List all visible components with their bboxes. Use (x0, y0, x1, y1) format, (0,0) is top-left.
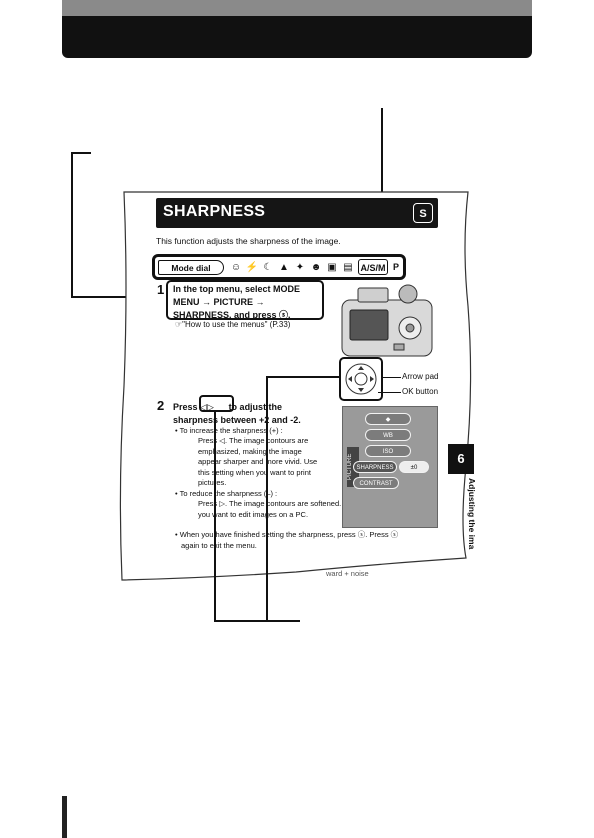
leader-line-arrows-v (214, 410, 216, 622)
intro-text: This function adjusts the sharpness of t… (156, 236, 341, 246)
camera-illustration (341, 284, 433, 357)
footer-bar (62, 796, 67, 838)
step-2-line-2: sharpness between +2 and -2. (173, 415, 301, 425)
page-title-bar (156, 198, 438, 228)
reduce-line-2: you want to edit images on a PC. (198, 509, 309, 519)
chapter-side-title: Adjusting the ima (467, 478, 477, 550)
lcd-row-iso: ISO (365, 445, 411, 457)
finish-line-1: • When you have finished setting the sha… (175, 530, 399, 539)
self-portrait-icon: ☻ (310, 262, 322, 273)
lcd-sharpness-value: ±0 (399, 461, 429, 473)
bullet-reduce-head: • To reduce the sharpness (–) : (175, 489, 278, 498)
step-1-line-1: In the top menu, select MODE (173, 284, 301, 294)
arrow-pad-icon (345, 363, 377, 395)
footer-fragment: ward + noise (326, 569, 369, 578)
mode-dial-label: Mode dial (158, 260, 224, 275)
reference-text: "How to use the menus" (P.33) (182, 320, 291, 329)
mode-dial-highlight (152, 254, 406, 280)
lcd-row-contrast: CONTRAST (353, 477, 399, 489)
mode-asm: A/S/M (358, 259, 388, 275)
reduce-line-1: Press ▷. The image contours are softened… (198, 499, 415, 508)
bullet-reduce-body: Press ▷. The image contours are softened… (198, 499, 415, 520)
step-1-line-3: SHARPNESS, and press ⓢ. (173, 310, 291, 320)
leader-line-mode-dial-v (381, 108, 383, 256)
sharpness-mode-icon: S (413, 203, 433, 223)
arrow-pad-label: Arrow pad (402, 372, 439, 381)
leader-line-step1-h (71, 296, 168, 298)
step-1-instruction: In the top menu, select MODE MENU → PICT… (173, 283, 300, 322)
finish-line-2: again to exit the menu. (181, 540, 257, 550)
leader-line-bottom-h (214, 620, 300, 622)
increase-line-2: emphasized, making the image (198, 446, 302, 456)
arrow-pad-pointer-2 (378, 392, 401, 393)
increase-line-1: Press ◁. The image contours are (198, 436, 309, 445)
lcd-row-sharpness: SHARPNESS (353, 461, 397, 473)
increase-line-3: appear sharper and more vivid. Use (198, 457, 318, 466)
increase-line-4: this setting when you want to print (198, 467, 311, 477)
step-2-line-1: Press ◁▷ to adjust the (173, 401, 301, 414)
lcd-row-wb: WB (365, 429, 411, 441)
left-right-arrow-icons: ◁▷ (200, 402, 214, 412)
night-portrait-icon: ☾ (263, 262, 273, 273)
header-strip (62, 0, 532, 16)
bullet-increase-body: Press ◁. The image contours are emphasiz… (198, 436, 317, 489)
landscape-icon: ▲ (279, 262, 289, 273)
leader-line-pad-v (266, 376, 268, 622)
arrow-pad-pointer-1 (383, 377, 401, 378)
my-mode-icon: ▤ (343, 262, 353, 273)
menu-reference: ☞"How to use the menus" (P.33) (175, 320, 290, 329)
mode-p: P (392, 262, 399, 272)
step-2-instruction: Press ◁▷ to adjust the sharpness between… (173, 401, 301, 427)
leader-line-step1-v (71, 152, 73, 298)
leader-line-pad-h (266, 376, 339, 378)
step-1-number: 1 (157, 282, 165, 297)
arrow-buttons-highlight (199, 395, 234, 412)
page-title: SHARPNESS (163, 203, 266, 220)
reference-icon: ☞ (175, 320, 183, 329)
step-2-press: Press (173, 402, 198, 412)
step-1-highlight (166, 280, 324, 320)
step-1-line-2: MENU → PICTURE → (173, 297, 265, 307)
finish-instruction: • When you have finished setting the sha… (175, 530, 398, 551)
increase-line-5: pictures. (198, 478, 227, 487)
step-2-number: 2 (157, 398, 165, 413)
step-2-adjust: to adjust the (228, 402, 283, 412)
lcd-row-flash: ◆ (365, 413, 411, 425)
lcd-menu-screen: PICTURE ◆ WB ISO SHARPNESS ±0 CONTRAST (342, 406, 438, 528)
night-scene-icon: ✦ (295, 262, 305, 273)
sports-icon: ⚡ (245, 262, 259, 273)
chapter-tab: 6 (448, 444, 474, 474)
ok-button-label: OK button (402, 387, 439, 396)
leader-line-step1-top (71, 152, 91, 154)
movie-icon: ▣ (327, 262, 337, 273)
portrait-icon: ☺ (230, 262, 242, 273)
arrow-pad-highlight (339, 357, 383, 401)
bullet-increase-head: • To increase the sharpness (+) : (175, 426, 283, 435)
